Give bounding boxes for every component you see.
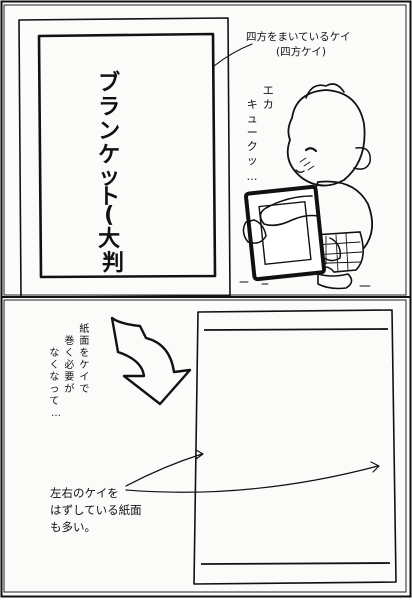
blanket-title-char: 判 (102, 251, 124, 276)
border-label-line1: 四方をまいているケイ (246, 30, 350, 43)
sound-char: ク (247, 140, 258, 153)
arrow-note-char: 巻 (64, 335, 74, 347)
blanket-title-char: ( (104, 203, 114, 228)
arrow-note-char: で (79, 384, 89, 395)
arrow-note-char: が (64, 382, 74, 395)
blanket-title-char: ン (98, 119, 120, 144)
paper-note-arrows (125, 449, 380, 493)
border-label-leader (213, 43, 253, 67)
border-label: 四方をまいているケイ (四方ケイ) (246, 30, 354, 58)
panel-top-border (3, 4, 407, 296)
arrow-note-char: イ (79, 372, 89, 383)
blanket-title-char: 大 (98, 227, 120, 252)
sound-char: キ (247, 98, 258, 111)
sound-char: ッ (247, 154, 258, 167)
arrow-note: 紙 面 を ケ イ で 巻 く 必 要 が な く な っ て … (49, 322, 92, 419)
arrow-note-char: な (49, 347, 59, 359)
arrow-note-char: く (49, 360, 59, 371)
sound-char: エ (263, 84, 274, 97)
arrow-note-char: 面 (79, 336, 89, 347)
arrow-note-char: ケ (79, 359, 89, 371)
sound-char: ュ (247, 112, 258, 125)
paper-sheet (193, 309, 397, 585)
paper-note: 左右のケイを はずしている紙面 も多い。 (50, 486, 145, 534)
arrow-note-char: っ (49, 384, 59, 395)
paper-note-line3: も多い。 (50, 520, 96, 534)
arrow-note-char: く (64, 348, 74, 359)
paper-note-line1: 左右のケイを (50, 486, 119, 500)
blanket-title: ブ ラ ン ケ ッ ト ( 大 判 (98, 70, 128, 276)
sound-char: … (247, 170, 258, 183)
border-label-line2: (四方ケイ) (276, 45, 326, 58)
arrow-note-char: な (49, 371, 59, 383)
blanket-sheet (18, 17, 231, 298)
curved-arrow-icon (110, 316, 192, 406)
blanket-title-char: ケ (98, 143, 120, 168)
arrow-note-char: 紙 (79, 322, 89, 335)
blanket-title-char: ラ (98, 95, 120, 120)
arrow-note-char: を (79, 347, 89, 359)
arrow-note-char: 要 (64, 371, 74, 383)
arrow-note-char: … (51, 408, 61, 419)
baby-sound-effect: キ ュ ー ク ッ エ カ … (247, 84, 278, 183)
arrow-note-char: て (49, 396, 59, 407)
arrow-note-char: 必 (64, 358, 74, 371)
sound-char: カ (263, 98, 274, 111)
blanket-title-char: ッ (98, 165, 120, 190)
sound-char: ー (247, 126, 258, 139)
blanket-title-char: ブ (98, 70, 120, 96)
baby-illustration (239, 83, 374, 290)
panel-bottom-border (3, 299, 407, 593)
paper-note-line2: はずしている紙面 (50, 503, 142, 517)
